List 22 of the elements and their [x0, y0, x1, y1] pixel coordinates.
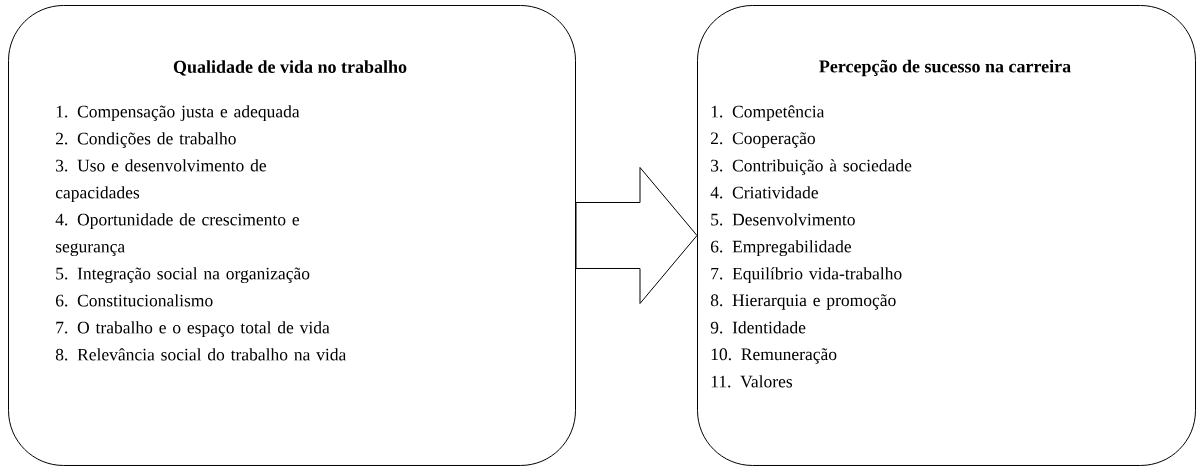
list-item: 11. Valores: [711, 375, 793, 388]
list-item: 7. O trabalho e o espaço total de vida: [56, 321, 330, 338]
box-heading: Percepção de sucesso na carreira: [819, 59, 1071, 77]
box-heading: Qualidade de vida no trabalho: [173, 60, 407, 76]
list-item: 10. Remuneração: [711, 348, 837, 364]
list-item: 6. Empregabilidade: [710, 240, 852, 257]
list-item: 2. Cooperação: [710, 132, 815, 148]
list-item: 1. Compensação justa e adequada: [56, 105, 300, 122]
list-item: 1. Competência: [711, 105, 825, 122]
list-item: 5. Integração social na organização: [56, 267, 310, 284]
list-item: 8. Relevância social do trabalho na vida: [55, 348, 347, 361]
list-item: 5. Desenvolvimento: [711, 213, 855, 226]
list-item: 3. Contribuição à sociedade: [711, 159, 912, 176]
list-item: 6. Constitucionalismo: [55, 294, 213, 307]
list-item: 8. Hierarquia e promoção: [710, 294, 896, 310]
list-item: 7. Equilíbrio vida-trabalho: [711, 267, 902, 284]
list-item: 3. Uso e desenvolvimento de capacidades: [55, 159, 266, 203]
list-item: 4. Criatividade: [710, 186, 818, 199]
list-item: 9. Identidade: [710, 321, 806, 334]
list-item: 4. Oportunidade de crescimento e segurança: [55, 213, 300, 257]
block-arrow: [575, 167, 698, 304]
list-item: 2. Condições de trabalho: [56, 132, 236, 149]
